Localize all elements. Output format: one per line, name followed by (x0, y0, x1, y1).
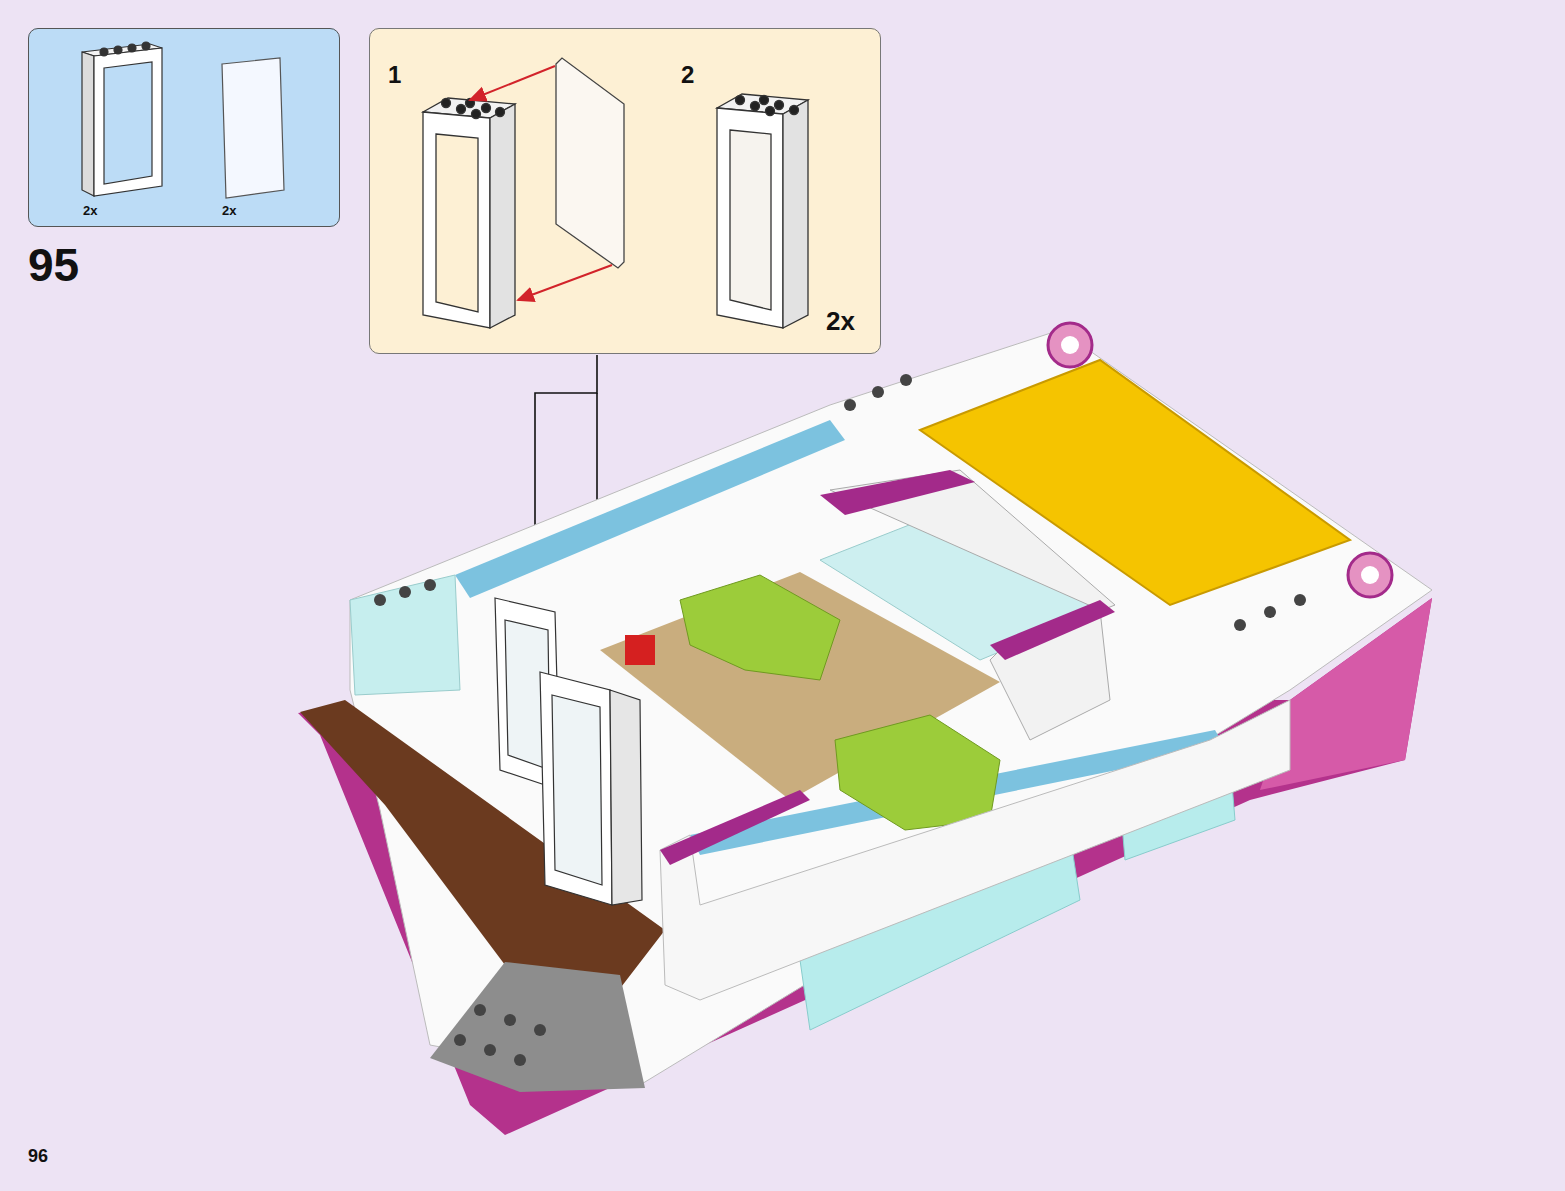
callout-number: 1 (388, 63, 401, 87)
door-frame-part (82, 42, 162, 196)
boat-model (298, 323, 1432, 1135)
parts-box: 2x 2x (28, 28, 340, 227)
door-frame-step2 (717, 94, 808, 328)
quantity-label: 2x (222, 204, 236, 217)
door-frame-step1 (423, 98, 515, 328)
callout-number: 2 (681, 63, 694, 87)
glass-pane-part (222, 58, 284, 198)
page-number: 96 (28, 1147, 48, 1165)
step-number: 95 (28, 242, 79, 288)
substep-callout: 1 2 2x (369, 28, 881, 354)
callout-box-fill (369, 28, 881, 354)
insert-arrow (470, 66, 555, 100)
quantity-label: 2x (83, 204, 97, 217)
glass-pane-step1 (556, 58, 624, 268)
parts-box-fill (28, 28, 340, 227)
insert-arrow (518, 265, 612, 300)
callout-number: 2x (826, 308, 855, 334)
